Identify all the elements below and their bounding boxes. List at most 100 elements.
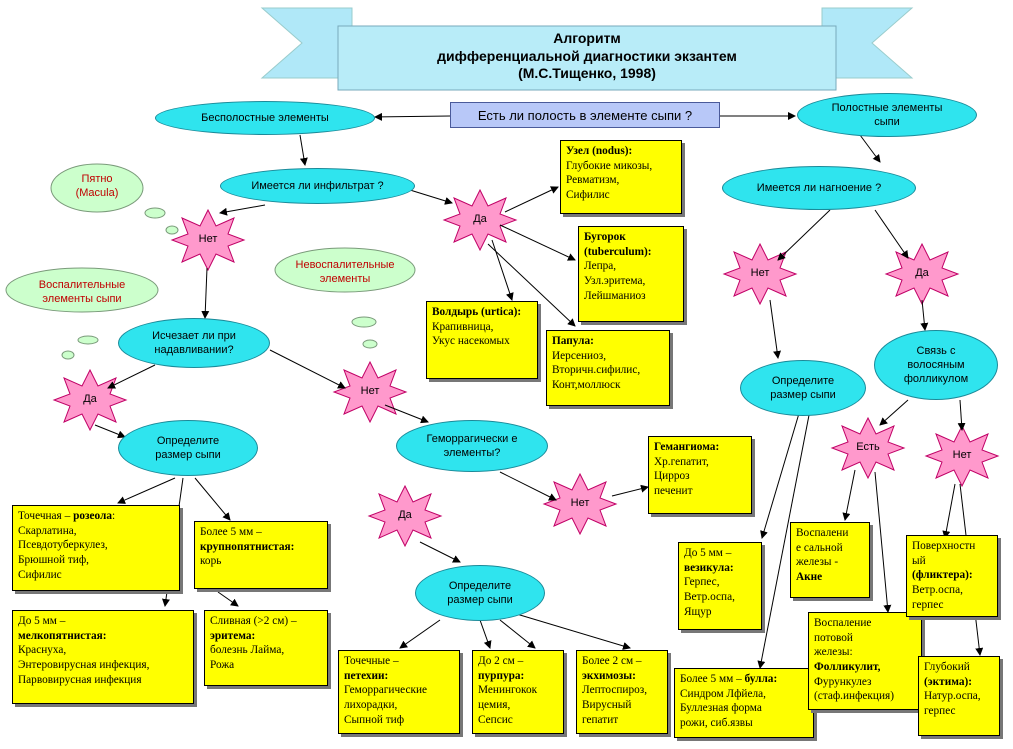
box-bugorok-line: Лепра,	[584, 260, 617, 273]
star-net5-label: Нет	[952, 449, 972, 461]
box-bugorok: Бугорок (tuberculum): Лепра, Узл.эритема…	[578, 226, 684, 322]
box-purpura-line: Менингокок	[478, 684, 538, 697]
box-purpura-prefix: До 2 см –	[478, 655, 524, 667]
box-petehii-line: Геморрагические	[344, 684, 428, 697]
title-banner	[260, 7, 914, 91]
cloud-inflammatory-label: Воспалительные элементы сыпи	[38, 279, 126, 306]
box-roseola: Точечная – розеола: Скарлатина, Псевдоту…	[12, 505, 180, 591]
box-vezikula: До 5 мм – везикула: Герпес, Ветр.оспа, Я…	[678, 542, 762, 630]
diagram-title: Алгоритм дифференциальной диагностики эк…	[340, 30, 834, 88]
question-cavity: Есть ли полость в элементе сыпи ?	[450, 102, 720, 128]
star-net1-label: Нет	[198, 233, 218, 245]
box-voldyr: Волдырь (urtica): Крапивница, Укус насек…	[426, 301, 538, 379]
box-hemangioma-line: Цирроз	[654, 470, 690, 483]
box-purpura: До 2 см – пурпура: Менингокок цемия, Сеп…	[472, 650, 564, 734]
box-melko-line: Краснуха,	[18, 644, 67, 657]
box-follikulit: Воспаление потовой железы: Фолликулит, Ф…	[808, 612, 922, 710]
box-bugorok-line: Узл.эритема,	[584, 275, 646, 288]
ellipse-pressure-question: Исчезает ли при надавливании?	[118, 318, 270, 368]
ellipse-cavity: Полостные элементы сыпи	[797, 93, 977, 137]
box-papula-line: Конт,моллюск	[552, 379, 621, 392]
box-fliktera-line: герпес	[912, 598, 944, 611]
star-da3-label: Да	[398, 509, 412, 521]
box-roseola-line: Псевдотуберкулез,	[18, 539, 108, 552]
box-eritema-line: болезнь Лайма,	[210, 644, 285, 657]
box-roseola-bold: розеола	[73, 510, 113, 522]
box-bulla: Более 5 мм – булла: Синдром Лфйела, Булл…	[674, 668, 814, 738]
star-net3-label: Нет	[570, 497, 590, 509]
star-da4-label: Да	[915, 267, 929, 279]
box-bulla-line: Синдром Лфйела,	[680, 687, 766, 700]
ellipse-hemorrhagic-question: Геморрагически е элементы?	[396, 420, 548, 472]
box-voldyr-line: Укус насекомых	[432, 335, 510, 348]
box-uzel: Узел (nodus): Глубокие микозы, Ревматизм…	[560, 140, 682, 214]
star-net4-label: Нет	[750, 267, 770, 279]
box-roseola-suffix: :	[112, 510, 116, 522]
box-petehii-line: лихорадки,	[344, 699, 398, 712]
box-fliktera-line: Поверхностн	[912, 540, 976, 552]
box-roseola-line: Скарлатина,	[18, 524, 77, 537]
box-akne-line: железы -	[796, 556, 839, 569]
box-melko-line: Энтеровирусная инфекция,	[18, 659, 150, 672]
box-petehii-line: Сыпной тиф	[344, 713, 405, 726]
cloud-noninflammatory-label: Невоспалительные элементы	[295, 259, 395, 286]
box-roseola-line: Брюшной тиф,	[18, 554, 89, 567]
box-ekhimozy-line: Вирусный	[582, 699, 632, 712]
box-melko-line: Парвовирусная инфекция	[18, 673, 142, 686]
box-ekhimozy: Более 2 см – экхимозы: Лептоспироз, Виру…	[576, 650, 668, 734]
box-ektima-line: герпес	[924, 705, 956, 718]
box-petehii-bold: петехии:	[344, 669, 389, 682]
box-follikulit-line: потовой	[814, 631, 853, 644]
star-net3	[542, 472, 618, 536]
ellipse-infiltrate-question: Имеется ли инфильтрат ?	[220, 168, 415, 204]
box-ekhimozy-prefix: Более 2 см –	[582, 655, 642, 667]
ellipse-size-question-2: Определите размер сыпи	[415, 565, 545, 621]
cloud-macula	[50, 163, 144, 213]
box-eritema-prefix: Сливная (>2 см) –	[210, 615, 297, 627]
box-follikulit-line: железы:	[814, 646, 853, 659]
box-ektima-bold: (эктима):	[924, 675, 973, 688]
box-ektima: Глубокий (эктима): Натур.оспа, герпес	[918, 656, 1000, 736]
box-vezikula-bold: везикула:	[684, 561, 734, 574]
box-papula-line: Вторичн.сифилис,	[552, 364, 641, 377]
box-ekhimozy-line: гепатит	[582, 713, 619, 726]
box-uzel-title: Узел (nodus):	[566, 145, 633, 157]
ellipse-no-cavity: Бесполостные элементы	[155, 101, 375, 135]
star-da2-label: Да	[83, 393, 97, 405]
box-bulla-line: Буллезная форма	[680, 702, 762, 715]
box-hemangioma: Гемангиома: Хр.гепатит, Цирроз печенит	[648, 436, 752, 514]
star-est-label: Есть	[856, 441, 880, 453]
box-uzel-line: Глубокие микозы,	[566, 159, 653, 172]
box-ektima-line: Глубокий	[924, 661, 970, 673]
box-follikulit-line: Воспаление	[814, 617, 872, 629]
star-da1	[442, 188, 518, 252]
box-akne-bold: Акне	[796, 571, 823, 584]
box-bulla-bold: булла:	[744, 673, 778, 685]
box-fliktera: Поверхностн ый (фликтера): Ветр.оспа, ге…	[906, 535, 998, 617]
box-fliktera-bold: (фликтера):	[912, 569, 973, 582]
ellipse-size-question-1: Определите размер сыпи	[118, 420, 258, 476]
cloud-macula-label: Пятно (Macula)	[75, 173, 119, 200]
box-akne-line: Воспалени	[796, 527, 849, 539]
box-roseola-prefix: Точечная –	[18, 510, 74, 522]
box-follikulit-bold: Фолликулит,	[814, 661, 881, 674]
title-line-3: (М.С.Тищенко, 1998)	[518, 65, 656, 81]
box-bugorok-line: Лейшманиоз	[584, 289, 646, 302]
box-hemangioma-title: Гемангиома:	[654, 441, 720, 453]
box-vezikula-line: Ветр.оспа,	[684, 591, 735, 604]
box-follikulit-line: (стаф.инфекция)	[814, 690, 894, 703]
box-ekhimozy-line: Лептоспироз,	[582, 684, 648, 697]
box-eritema-line: Рожа	[210, 659, 235, 672]
ellipse-suppuration-question: Имеется ли нагноение ?	[722, 166, 916, 210]
box-petehii-prefix: Точечные –	[344, 655, 399, 667]
box-krupno-prefix: Более 5 мм –	[200, 526, 262, 538]
box-vezikula-line: Герпес,	[684, 576, 720, 589]
star-net2-label: Нет	[360, 385, 380, 397]
box-fliktera-line: Ветр.оспа,	[912, 584, 963, 597]
box-voldyr-title: Волдырь (urtica):	[432, 306, 522, 318]
box-akne-line: е сальной	[796, 541, 843, 554]
box-krupno-line: корь	[200, 555, 222, 568]
box-follikulit-line: Фурункулез	[814, 675, 872, 688]
box-uzel-line: Сифилис	[566, 189, 610, 202]
